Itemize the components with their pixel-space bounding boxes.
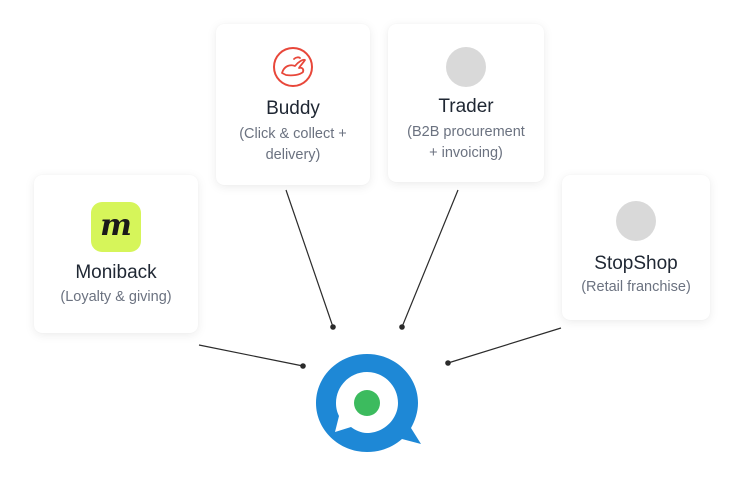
connector-buddy [285, 189, 334, 328]
connector-trader-end [399, 324, 405, 330]
node-subtitle: (Click & collect + delivery) [222, 124, 364, 166]
subtitle-line: + invoicing) [429, 145, 503, 161]
moniback-logo-icon: m [91, 202, 141, 252]
node-subtitle: (Loyalty & giving) [60, 289, 172, 305]
hub-chat-bubble-icon [313, 352, 425, 456]
node-card-buddy: Buddy (Click & collect + delivery) [216, 24, 370, 185]
subtitle-line: (Click & collect + [239, 126, 347, 142]
connector-moniback [198, 344, 304, 367]
connector-stopshop [447, 327, 562, 364]
connector-stopshop-end [445, 360, 451, 366]
subtitle-line: delivery) [265, 147, 321, 163]
placeholder-logo-icon [616, 201, 656, 241]
moniback-logo-letter: m [100, 208, 132, 243]
node-card-moniback: m Moniback (Loyalty & giving) [34, 175, 198, 333]
connector-buddy-end [330, 324, 336, 330]
connector-trader [401, 189, 459, 328]
node-card-stopshop: StopShop (Retail franchise) [562, 175, 710, 320]
connector-moniback-end [300, 363, 306, 369]
node-subtitle: (B2B procurement + invoicing) [394, 122, 538, 164]
subtitle-line: (B2B procurement [407, 124, 525, 140]
node-title: Buddy [266, 98, 320, 119]
node-subtitle: (Retail franchise) [581, 279, 691, 295]
rabbit-icon [272, 46, 314, 88]
node-title: StopShop [594, 253, 678, 274]
node-title: Trader [438, 96, 494, 117]
node-card-trader: Trader (B2B procurement + invoicing) [388, 24, 544, 182]
placeholder-logo-icon [446, 47, 486, 87]
node-title: Moniback [75, 262, 157, 283]
